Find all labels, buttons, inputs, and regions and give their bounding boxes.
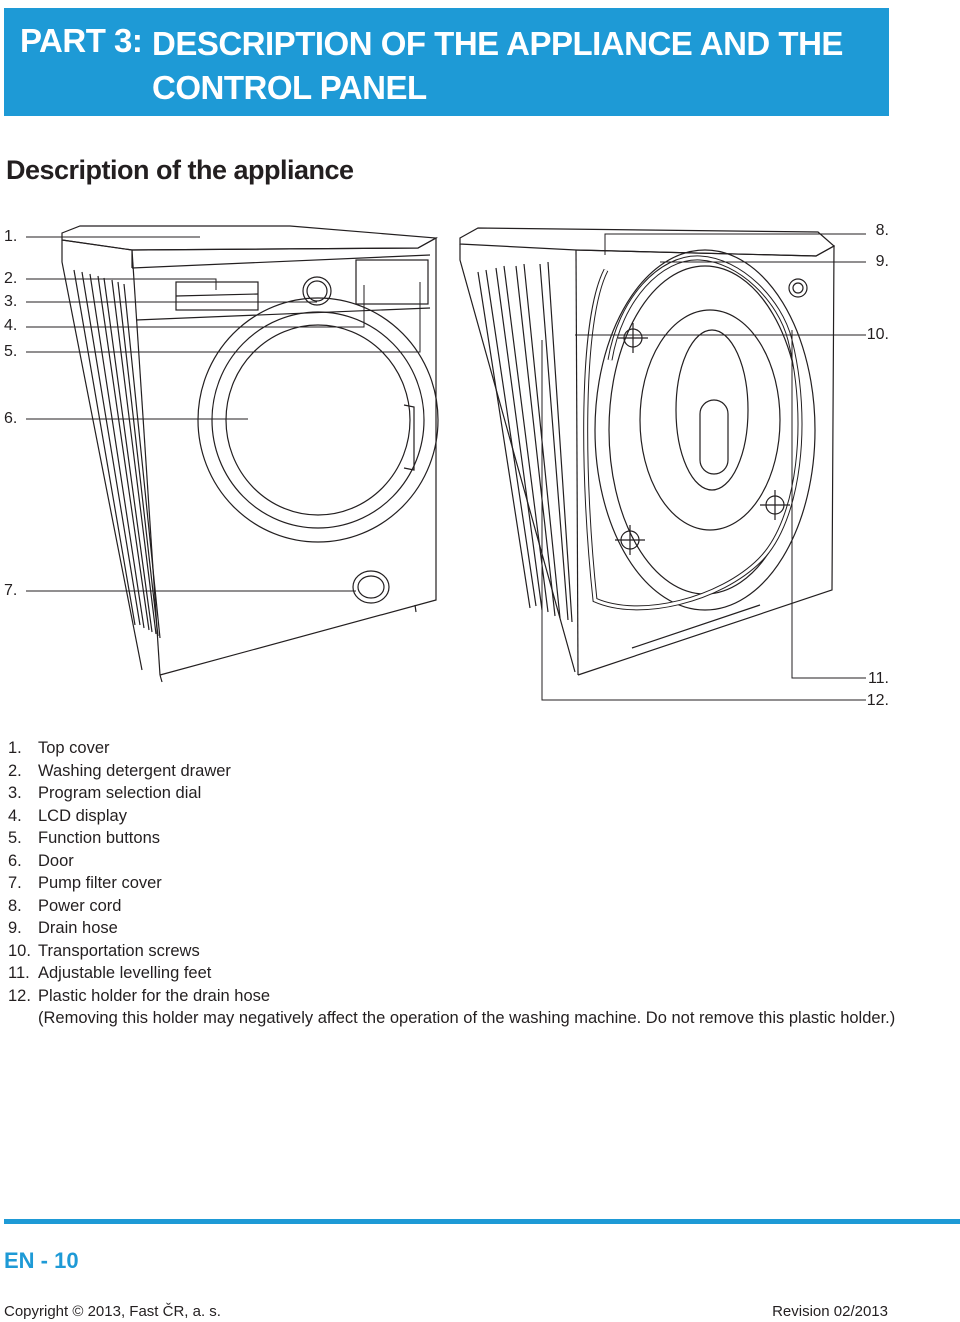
page-number: EN - 10 <box>4 1248 79 1273</box>
transport-screw-right <box>760 490 790 520</box>
callout-4: 4. <box>4 317 18 334</box>
section-heading: Description of the appliance <box>6 155 354 185</box>
revision-label: Revision <box>772 1303 830 1320</box>
rear-view-drawing <box>459 227 836 676</box>
list-item: 11.Adjustable levelling feet <box>8 964 212 982</box>
copyright: Copyright © 2013, Fast ČR, a. s. <box>4 1303 221 1320</box>
front-view-drawing <box>61 225 439 683</box>
parts-list: 1.Top cover 2.Washing detergent drawer 3… <box>8 737 898 1030</box>
list-item-note: (Removing this holder may negatively aff… <box>38 1009 896 1027</box>
list-item: 7.Pump filter cover <box>8 874 162 892</box>
leader-lines <box>26 233 866 701</box>
revision: Revision 02/2013 <box>772 1303 888 1320</box>
callout-9: 9. <box>875 253 889 270</box>
list-item: 2.Washing detergent drawer <box>8 761 231 780</box>
callout-10: 10. <box>866 326 889 343</box>
list-item: 8.Power cord <box>8 896 122 915</box>
list-item: 6.Door <box>8 851 74 870</box>
page-title: DESCRIPTION OF THE APPLIANCE AND THE CON… <box>152 25 843 106</box>
list-item: 9.Drain hose <box>8 919 118 937</box>
callout-3: 3. <box>4 293 18 310</box>
callout-1: 1. <box>4 228 18 245</box>
transport-screw-top <box>618 323 648 353</box>
list-item: 1.Top cover <box>8 739 110 757</box>
callout-5: 5. <box>4 343 18 360</box>
appliance-diagram <box>26 225 866 701</box>
callout-8: 8. <box>875 222 889 239</box>
list-item: 3.Program selection dial <box>8 784 202 802</box>
callout-12: 12. <box>866 692 889 709</box>
list-item: 12.Plastic holder for the drain hose <box>8 986 271 1005</box>
callout-2: 2. <box>4 270 18 287</box>
header-banner: PART 3: DESCRIPTION OF THE APPLIANCE AND… <box>4 8 889 116</box>
part-number: PART 3: <box>20 22 143 59</box>
list-item: 4.LCD display <box>8 806 127 825</box>
list-item: 10.Transportation screws <box>8 941 200 960</box>
list-item: 5.Function buttons <box>8 829 160 847</box>
callout-6: 6. <box>4 410 18 427</box>
revision-value: 02/2013 <box>833 1303 888 1320</box>
footer-rule <box>4 1219 960 1224</box>
callout-11: 11. <box>867 670 889 687</box>
callout-7: 7. <box>4 582 18 599</box>
transport-screw-bottom <box>615 525 645 555</box>
